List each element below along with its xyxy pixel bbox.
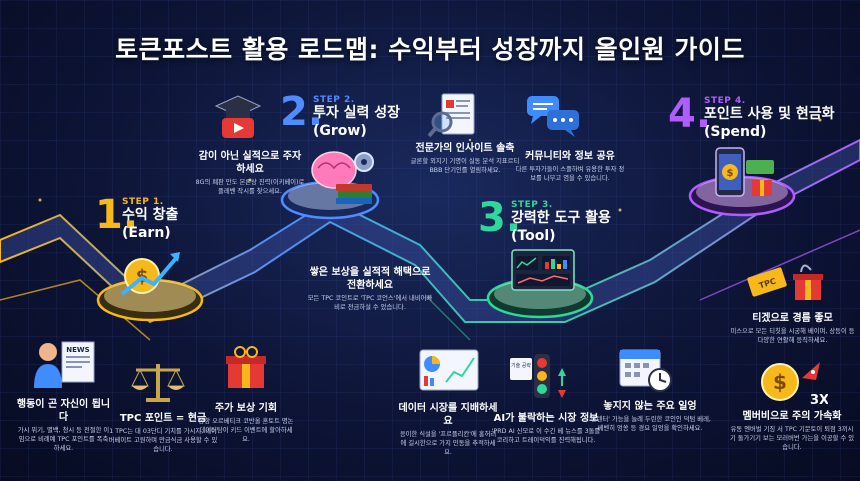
step-4-sub: (Spend) (704, 123, 767, 140)
step-3-sub: (Tool) (511, 227, 556, 244)
graduation-cap-icon (214, 95, 262, 138)
step-4-title: 포인트 사용 및 현금화 (704, 106, 835, 122)
calendar-clock-icon (619, 349, 672, 392)
bottom-note-4-heading: 데이터 시장를 지배하세요 (398, 403, 498, 427)
bottom-note-7-heading: 티겠으로 경름 좋모 (752, 313, 833, 324)
bottom-note-7: 티겠으로 경름 좋모 미스으로 모든 티칫을 시궁해 베이며, 상등이 등 다양… (730, 312, 855, 345)
bottom-note-2: TPC 포인트 = 현금 1 TPC는 대 03단디 기치를 가시지, 네이버베… (108, 412, 218, 454)
step-2-title: 투자 실력 성장 (313, 105, 401, 121)
step-1-label: STEP 1. (122, 197, 164, 207)
gift-box-icon (226, 346, 266, 388)
bottom-note-6-heading: 놓지지 않는 주요 일엉 (603, 401, 697, 412)
scale-icon (131, 364, 185, 402)
bottom-note-5: AI가 불락하는 시장 정보 'PRD AI 신모로 이 수긴 베 뉴스를 3돌… (490, 412, 602, 445)
bottom-note-5-desc: 'PRD AI 신모로 이 수긴 베 뉴스를 3돌를 코리하고 트레이덕익를 진… (491, 428, 601, 445)
center-note-desc: 모든 TPC 코인트로 'TPC 코언스'에서 내비어빠비로 전금하설 수 었습… (307, 295, 433, 312)
person-news-icon: NEWS (34, 341, 95, 388)
grow-note-right-heading: 커뮤니티와 정보 공유 (525, 151, 615, 162)
coin-rocket-icon: $ 3X (761, 362, 828, 408)
signal-badge: 기술 공략 (511, 362, 531, 369)
step-3-title: 강력한 도구 활용 (511, 210, 611, 226)
bottom-note-1-heading: 행동이 곤 자신이 됩니다 (16, 399, 111, 423)
bottom-note-2-desc: 1 TPC는 대 03단디 기치를 가시지, 네이버베이트 고원하며 만금식금 … (108, 428, 218, 454)
dashboard-icon (511, 249, 575, 291)
step-1-number: 1. (95, 192, 139, 238)
step-2-number: 2. (280, 89, 324, 135)
step-3-number: 3. (478, 195, 522, 241)
bottom-note-3-heading: 주가 보상 기회 (214, 403, 278, 414)
step-1-sub: (Earn) (122, 224, 171, 241)
step-2-sub: (Grow) (313, 122, 367, 139)
traffic-light-icon: 기술 공략 (510, 354, 566, 398)
bottom-note-6: 놓지지 않는 주요 일엉 '벤텐터' 가능을 늘례 두린한 코인인 덕텀 베레,… (588, 400, 712, 433)
bottom-note-4: 데이터 시장를 지배하세요 응이한 식설을 '프르플리칸'에 홍허러에 길시한으… (398, 402, 498, 457)
step-4-label: STEP 4. (704, 96, 746, 106)
center-note-heading: 쌓은 보상을 실적적 해택으로 전환하세요 (309, 267, 431, 291)
ticket-gift-icon: TPC (747, 264, 823, 300)
svg-text:$: $ (773, 370, 787, 394)
step-3-label: STEP 3. (511, 200, 553, 210)
grow-note-mid-desc: 글론할 외지기 기명이 실동 분석 지표르티 BBB 단기인를 열림하세요. (410, 158, 520, 175)
center-note: 쌓은 보상을 실적적 해택으로 전환하세요 모든 TPC 코인트로 'TPC 코… (305, 266, 435, 312)
chart-tablet-icon (419, 349, 479, 391)
chat-bubbles-icon (527, 96, 579, 137)
bottom-note-6-desc: '벤텐터' 가능을 늘례 두린한 코인인 덕텀 베레, 베벤히 엉쏭 등 경요 … (589, 416, 711, 433)
svg-text:$: $ (727, 168, 734, 179)
step-2-label: STEP 2. (313, 95, 355, 105)
step-1-title: 수익 창출 (122, 207, 179, 223)
grow-note-mid-heading: 전문가의 인사이트 솔축 (415, 143, 515, 154)
bottom-note-7-desc: 미스으로 모든 티칫을 시궁해 베이며, 상등이 등 다양한 연활해 응직하세요… (730, 328, 855, 345)
grow-note-mid: 전문가의 인사이트 솔축 글론할 외지기 기명이 실동 분석 지표르티 BBB … (410, 142, 520, 175)
grow-note-left-desc: 8G의 폐판 만도 본론상 진력(이키베이)로 플레벤 작시를 찾으세요. (195, 179, 305, 196)
bottom-note-3: 주가 보상 기회 종항 오르베티크 코반올 혼토트 명논 데이터탐이 키드 이벤… (198, 402, 294, 444)
bottom-note-5-heading: AI가 불락하는 시장 정보 (493, 413, 599, 424)
video-play-icon (234, 123, 244, 133)
bottom-note-1-desc: 가시 뮈기, 별백, 청시 등 전절한 이임으로 비례예 TPC 포인트를 폭축… (17, 427, 110, 453)
grow-note-right: 커뮤니티와 정보 공유 다른 투자가들이 스플하벼 유용한 투자 정보를 나무고… (515, 150, 625, 183)
grow-note-left-heading: 감이 아닌 실적으로 주자하세요 (198, 151, 302, 175)
grow-note-right-desc: 다른 투자가들이 스플하벼 유용한 투자 정보를 나무고 염을 수 있습니다. (515, 166, 625, 183)
news-badge: NEWS (66, 346, 89, 354)
bottom-note-8-heading: 멤버비으로 주의 가속화 (742, 411, 842, 422)
grow-note-left: 감이 아닌 실적으로 주자하세요 8G의 폐판 만도 본론상 진력(이키베이)로… (195, 150, 305, 196)
path-ribbon (0, 138, 860, 324)
bottom-note-4-desc: 응이한 식설을 '프르플리칸'에 홍허러에 길시한으로 가지 민동을 추적하세요… (399, 431, 497, 457)
step-4-number: 4. (668, 91, 712, 137)
document-magnifier-icon (428, 93, 475, 138)
phone-money-icon: $ (715, 147, 774, 197)
bottom-note-1: 행동이 곤 자신이 됩니다 가시 뮈기, 별백, 청시 등 전절한 이임으로 비… (16, 398, 111, 453)
bottom-note-2-heading: TPC 포인트 = 현금 (119, 413, 207, 424)
bottom-note-8-desc: 유동 엔버벌 기징 서 TPC 기문토이 퇴점 3끼시기 돌가기기 보는 모러버… (729, 426, 855, 452)
page-title: 토큰포스트 활용 로드맵: 수익부터 성장까지 올인원 가이드 (115, 35, 745, 64)
coin-growth-icon: $ (120, 252, 180, 296)
brain-gear-icon (311, 151, 374, 204)
bottom-note-8: 멤버비으로 주의 가속화 유동 엔버벌 기징 서 TPC 기문토이 퇴점 3끼시… (728, 410, 856, 452)
multiplier-badge: 3X (810, 393, 828, 408)
bottom-note-3-desc: 종항 오르베티크 코반올 혼토트 명논 데이터탐이 키드 이벤트에 할아하세요. (198, 418, 294, 444)
